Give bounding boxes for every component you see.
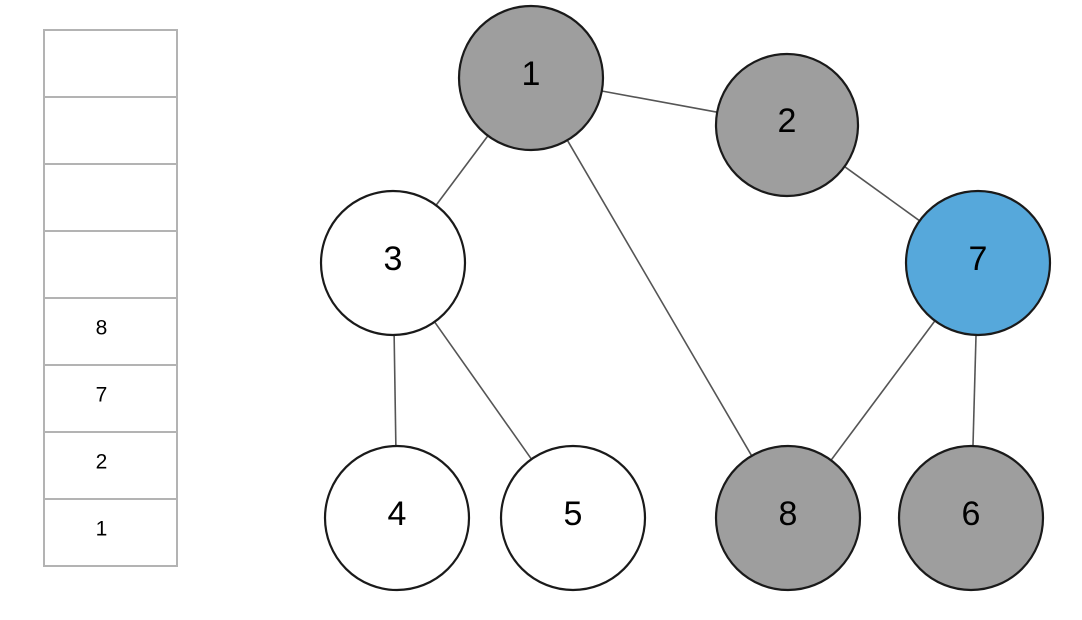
stack-cell[interactable]: 2 xyxy=(45,433,176,500)
graph-edge-1-3 xyxy=(435,135,489,206)
graph-node-3[interactable]: 3 xyxy=(319,189,467,337)
graph-node-circle-4[interactable] xyxy=(323,444,471,592)
stack-cell[interactable]: 8 xyxy=(45,299,176,366)
graph-node-circle-3[interactable] xyxy=(319,189,467,337)
graph-node-label-1: 1 xyxy=(522,55,541,93)
graph-node-label-8: 8 xyxy=(779,495,798,533)
graph-node-label-5: 5 xyxy=(564,495,583,533)
graph-node-circle-2[interactable] xyxy=(714,52,860,198)
stack-cell[interactable]: 1 xyxy=(45,500,176,565)
graph-edge-2-7 xyxy=(844,165,921,222)
graph-node-label-6: 6 xyxy=(962,495,981,533)
graph-edge-1-2 xyxy=(601,90,718,113)
stack-table: 8 7 2 1 xyxy=(43,29,178,567)
graph-node-label-4: 4 xyxy=(388,495,407,533)
graph-node-1[interactable]: 1 xyxy=(457,4,605,152)
stack-cell[interactable] xyxy=(45,98,176,165)
stack-cell-value: 8 xyxy=(95,316,108,340)
stack-cell[interactable]: 7 xyxy=(45,366,176,433)
graph-node-5[interactable]: 5 xyxy=(499,444,647,592)
graph-node-8[interactable]: 8 xyxy=(714,444,862,592)
graph-node-label-3: 3 xyxy=(384,240,403,278)
graph-node-6[interactable]: 6 xyxy=(897,444,1045,592)
stack-cell[interactable] xyxy=(45,165,176,232)
graph-node-circle-1[interactable] xyxy=(457,4,605,152)
stack-cell-value: 7 xyxy=(95,383,108,407)
stack-cell-value: 2 xyxy=(95,450,108,474)
graph-edge-1-8 xyxy=(566,139,753,457)
graph-edge-7-8 xyxy=(830,320,936,461)
stack-cell-value: 1 xyxy=(95,517,108,541)
graph-edge-3-4 xyxy=(393,334,397,447)
graph-node-circle-8[interactable] xyxy=(714,444,862,592)
graph-node-4[interactable]: 4 xyxy=(323,444,471,592)
edges-layer xyxy=(393,90,977,461)
graph-node-label-2: 2 xyxy=(778,102,797,140)
graph-edge-3-5 xyxy=(433,321,533,460)
graph-edge-7-6 xyxy=(972,334,977,447)
graph-node-circle-6[interactable] xyxy=(897,444,1045,592)
stack-cell[interactable] xyxy=(45,232,176,299)
nodes-layer: 1 2 3 4 5 6 7 8 xyxy=(319,4,1052,592)
graph-node-7[interactable]: 7 xyxy=(904,189,1052,337)
graph-node-label-7: 7 xyxy=(969,240,988,278)
graph-node-2[interactable]: 2 xyxy=(714,52,860,198)
graph-node-circle-5[interactable] xyxy=(499,444,647,592)
graph-node-circle-7[interactable] xyxy=(904,189,1052,337)
stack-cell[interactable] xyxy=(45,31,176,98)
